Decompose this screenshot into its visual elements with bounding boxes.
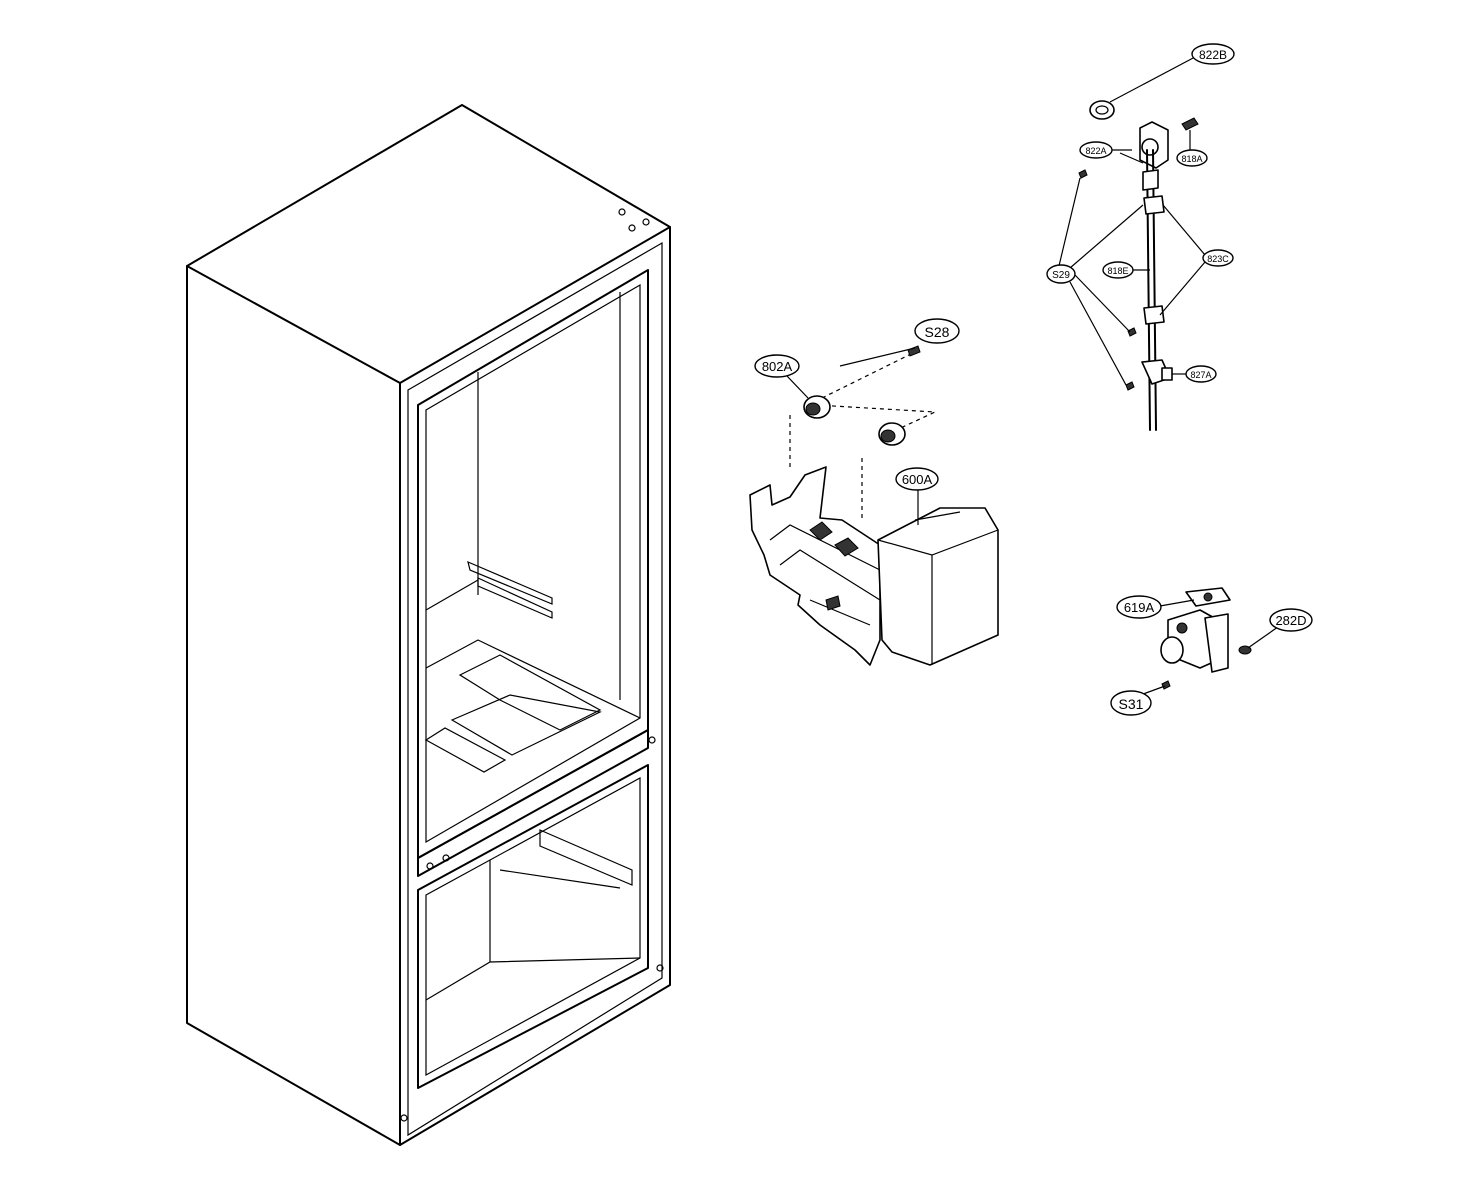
part-label-282d: 282D: [1269, 608, 1313, 632]
part-label-823c: 823C: [1202, 249, 1234, 267]
svg-text:600A: 600A: [902, 472, 933, 487]
svg-text:S29: S29: [1052, 270, 1070, 281]
part-label-822b: 822B: [1191, 43, 1235, 65]
svg-text:823C: 823C: [1207, 254, 1229, 264]
water-valve-assembly: [1160, 587, 1252, 690]
refrigerator-cabinet: [186, 104, 671, 1146]
fill-tube-assembly: [1078, 100, 1199, 431]
bushing-part: [878, 422, 906, 446]
part-label-s28: S28: [914, 318, 960, 344]
part-label-s29: S29: [1046, 264, 1076, 284]
svg-text:802A: 802A: [762, 359, 793, 374]
svg-text:S31: S31: [1119, 696, 1144, 712]
svg-text:619A: 619A: [1124, 600, 1155, 615]
svg-text:818E: 818E: [1107, 266, 1128, 276]
leader-lines: [786, 56, 1286, 698]
part-label-818a: 818A: [1176, 149, 1208, 167]
svg-text:S28: S28: [925, 324, 950, 340]
part-label-802a: 802A: [754, 354, 800, 378]
part-label-600a: 600A: [895, 467, 939, 491]
part-label-619a: 619A: [1116, 595, 1162, 619]
svg-text:282D: 282D: [1275, 613, 1306, 628]
part-label-s31: S31: [1110, 690, 1152, 716]
part-label-827a: 827A: [1185, 365, 1217, 383]
svg-text:822A: 822A: [1085, 146, 1106, 156]
ice-maker-assembly: [749, 345, 999, 666]
svg-text:827A: 827A: [1190, 370, 1211, 380]
svg-text:818A: 818A: [1181, 154, 1202, 164]
svg-text:822B: 822B: [1199, 48, 1227, 62]
part-label-818e: 818E: [1102, 261, 1134, 279]
part-label-822a: 822A: [1079, 141, 1113, 159]
bushing-part: [803, 395, 831, 419]
